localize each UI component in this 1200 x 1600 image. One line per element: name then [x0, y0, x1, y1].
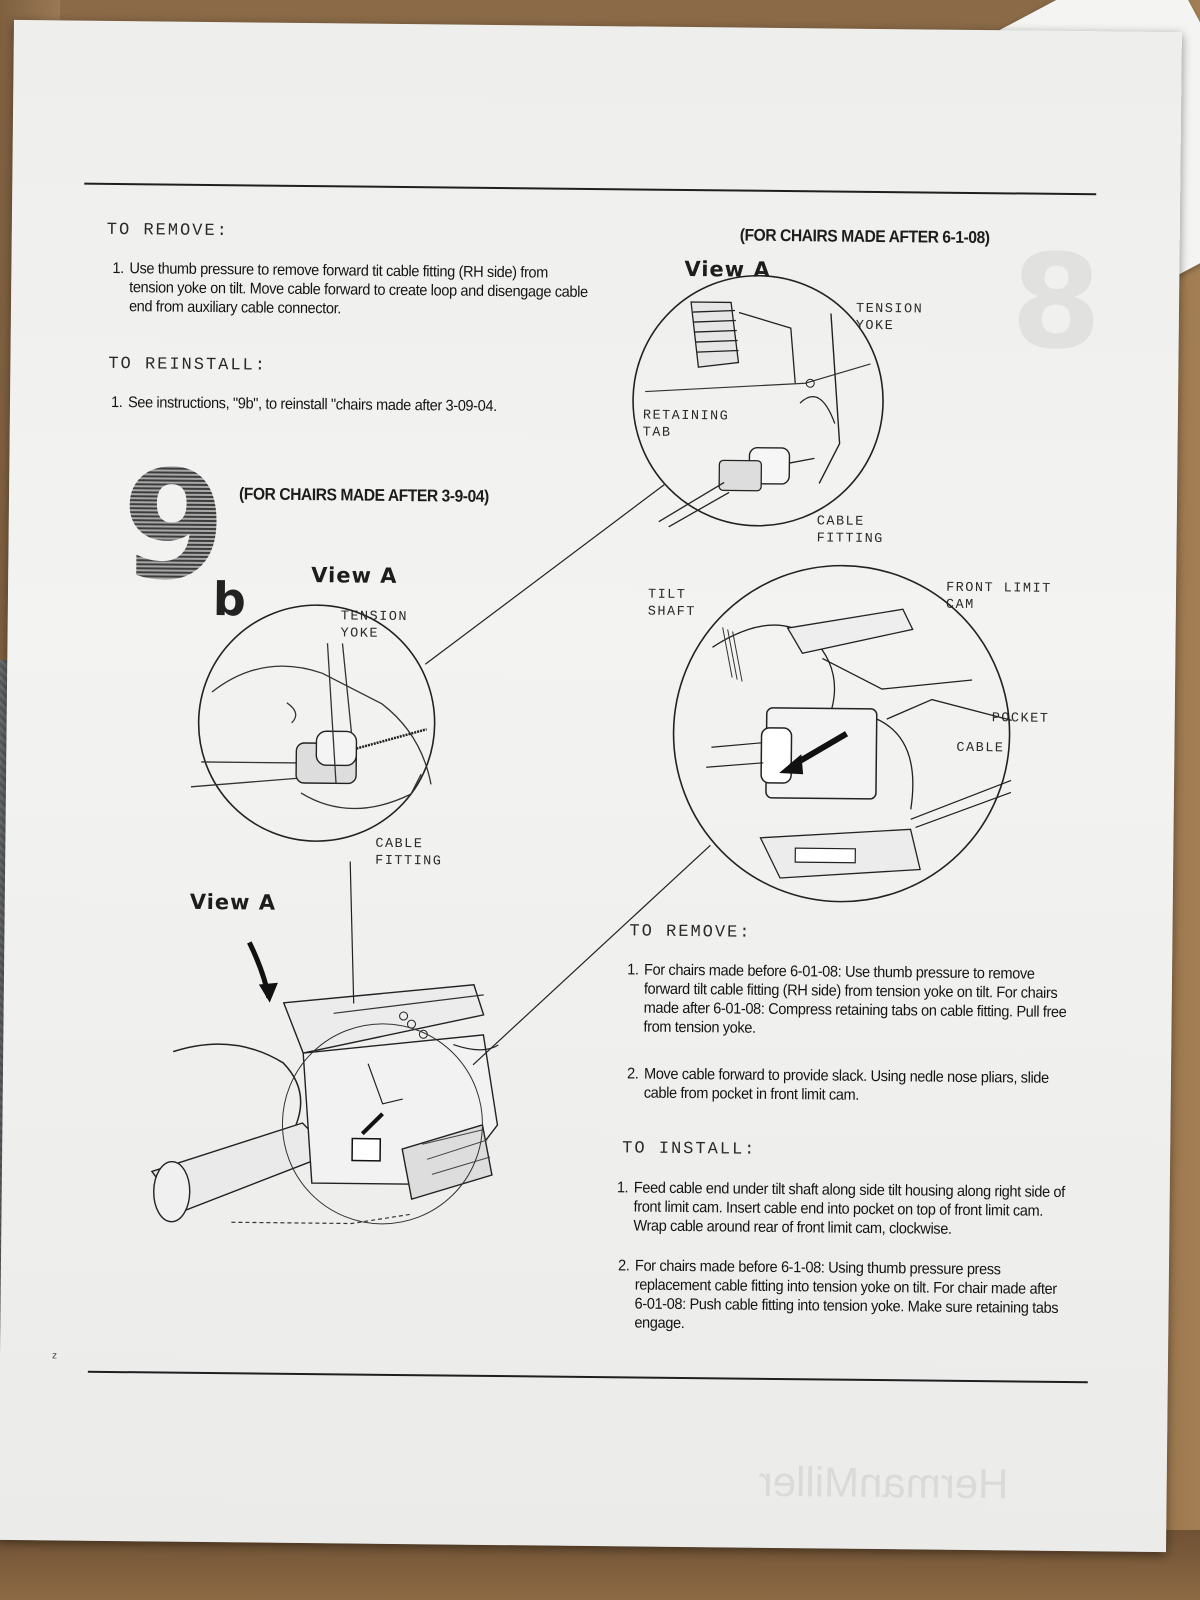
right-remove-heading: TO REMOVE: [629, 922, 752, 943]
step-text: Move cable forward to provide slack. Usi… [643, 1065, 1049, 1104]
right-remove-step-2: 2. Move cable forward to provide slack. … [627, 1065, 1081, 1108]
right-remove-step-1: 1. For chairs made before 6-01-08: Use t… [627, 961, 1081, 1042]
right-view-a-label: View A [684, 256, 771, 282]
left-detail-circle-drawing [190, 604, 436, 842]
step-number: 2. [617, 1257, 630, 1275]
right-install-step-1: 1. Feed cable end under tilt shaft along… [617, 1178, 1071, 1240]
right-install-heading: TO INSTALL: [622, 1139, 757, 1160]
instruction-sheet: 8 HermanMiller TO REMOVE: 1. Use thumb p… [0, 19, 1182, 1553]
step-number: 1. [616, 1179, 629, 1197]
step-number: 1. [627, 961, 639, 979]
right-subtitle: (FOR CHAIRS MADE AFTER 6-1-08) [739, 225, 990, 248]
right-detail-circle-drawing [632, 274, 884, 528]
step-text: Feed cable end under tilt shaft along si… [633, 1179, 1065, 1238]
leader-lines [349, 484, 711, 1066]
step-text: For chairs made before 6-01-08: Use thum… [643, 961, 1067, 1037]
tilt-mechanism-drawing [150, 941, 499, 1225]
front-limit-cam-drawing [672, 564, 1012, 903]
right-install-step-2: 2. For chairs made before 6-1-08: Using … [618, 1256, 1072, 1337]
step-number: 2. [626, 1065, 639, 1083]
page-mark: z [51, 1350, 58, 1362]
step-text: For chairs made before 6-1-08: Using thu… [634, 1257, 1059, 1333]
